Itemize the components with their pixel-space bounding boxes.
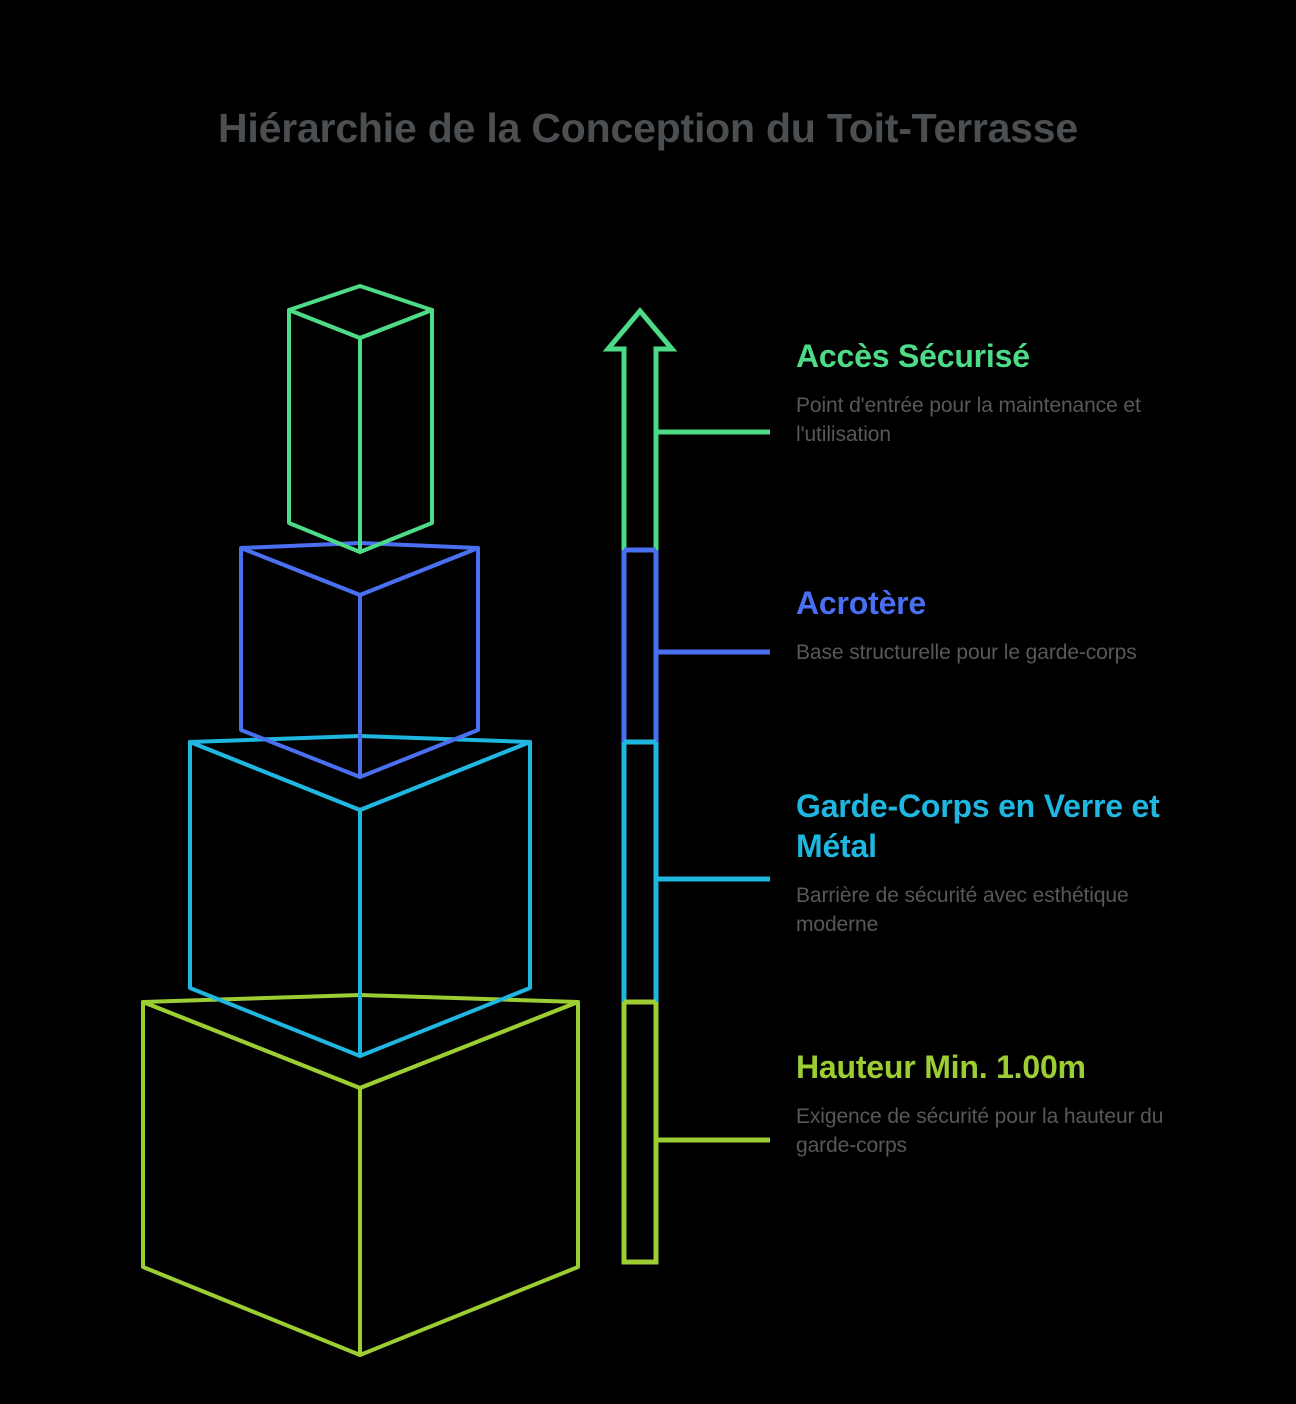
pyramid-level-3-box [188, 734, 532, 1058]
legend-title-2: Acrotère [796, 585, 927, 621]
legend-title-1: Accès Sécurisé [796, 338, 1030, 374]
pyramid-level-1-box [287, 284, 434, 554]
page-title: Hiérarchie de la Conception du Toit-Terr… [218, 105, 1078, 151]
legend-desc-3: Barrière de sécurité avec esthétique mod… [796, 884, 1129, 936]
legend-desc-2: Base structurelle pour le garde-corps [796, 641, 1137, 664]
legend-title-4: Hauteur Min. 1.00m [796, 1049, 1086, 1085]
legend-desc-4: Exigence de sécurité pour la hauteur du … [796, 1105, 1164, 1157]
legend-item-1[interactable]: Accès Sécurisé Point d'entrée pour la ma… [796, 336, 1196, 450]
connector-lines [656, 429, 770, 1143]
legend-desc-1: Point d'entrée pour la maintenance et l'… [796, 394, 1141, 446]
legend-item-2[interactable]: Acrotère Base structurelle pour le garde… [796, 583, 1196, 668]
up-arrow-icon [602, 307, 678, 1265]
pyramid-level-4-box [141, 993, 580, 1357]
legend-item-4[interactable]: Hauteur Min. 1.00m Exigence de sécurité … [796, 1047, 1196, 1161]
pyramid-level-2-box [239, 541, 480, 779]
legend-item-3[interactable]: Garde-Corps en Verre et Métal Barrière d… [796, 786, 1196, 940]
legend-title-3: Garde-Corps en Verre et Métal [796, 788, 1160, 864]
